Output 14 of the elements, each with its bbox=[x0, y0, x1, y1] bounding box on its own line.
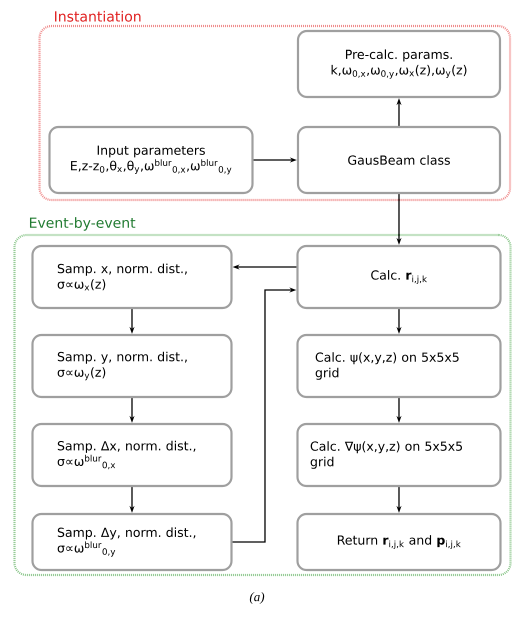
process-box: Samp. Δy, norm. dist., σ∝ω$^{blur}$0,y bbox=[31, 512, 233, 572]
process-box: Return r$_{i,j,k}$ and p$_{i,j,k}$ bbox=[296, 512, 502, 572]
node-label: Instantiation bbox=[55, 10, 140, 22]
process-box: Samp. y, norm. dist., σ∝ω$_{y}$(z) bbox=[31, 334, 233, 398]
caption: (a) bbox=[250, 592, 264, 604]
process-box: GausBeam class bbox=[296, 126, 502, 194]
process-box: Calc. r$_{i,j,k}$ bbox=[296, 244, 502, 310]
process-box: Samp. x, norm. dist., σ∝ω$_{x}$(z) bbox=[31, 244, 233, 310]
node-label: Event-by-event bbox=[30, 217, 136, 231]
process-box: Calc. ψ(x,y,z) on 5x5x5 grid bbox=[296, 334, 502, 398]
process-box: Samp. Δx, norm. dist., σ∝ω$^{blur}$0,x bbox=[31, 422, 233, 488]
process-box: Pre-calc. params. k,ω$_{0,x}$,ω$_{0,y}$,ω$_{x}$(z),ω$_{y}$(z) bbox=[296, 30, 502, 98]
process-box: Input parameters E,z-z$_{0}$,θ$_{x}$,θ$_{y}$,ω$^{blur}$$_{0,x}$,ω$^{blur}$0,y bbox=[48, 126, 254, 194]
process-box: Calc. ∇ψ(x,y,z) on 5x5x5 grid bbox=[296, 422, 502, 488]
